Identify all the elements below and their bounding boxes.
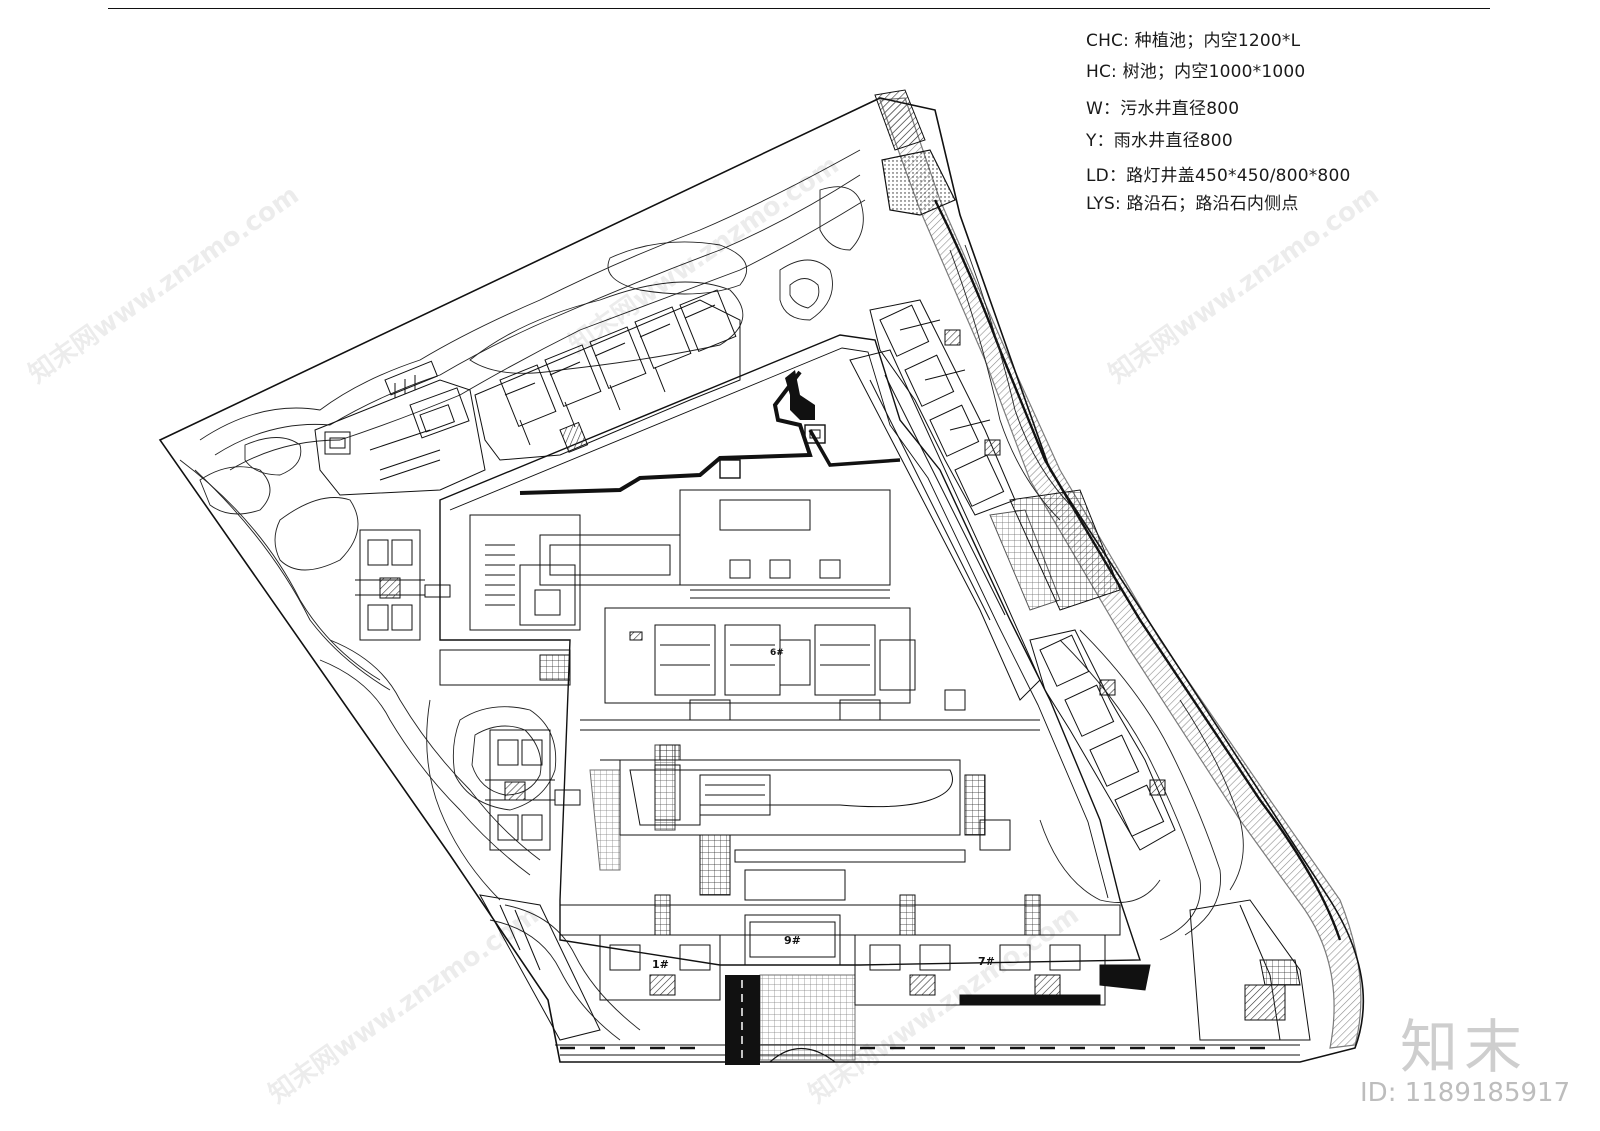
central-bold-line-2 <box>808 429 901 467</box>
south-row-buildings <box>559 894 1151 1006</box>
label-building-7: 7# <box>978 955 995 968</box>
legend-w: W：污水井直径800 <box>1086 99 1240 119</box>
inner-boundary <box>439 334 1141 966</box>
watermark-logo: 知末 <box>1400 1013 1529 1081</box>
label-building-9: 9# <box>784 934 801 947</box>
middle-band <box>580 719 1040 901</box>
central-bold-wall <box>785 370 815 420</box>
inner-boundary-2 <box>449 347 1109 899</box>
site-boundary <box>158 97 1365 1063</box>
east-promenade <box>849 349 1121 701</box>
center-fountain <box>804 424 826 444</box>
west-tower-b <box>485 729 581 851</box>
east-tower-chain-upper <box>869 299 1016 516</box>
label-building-1: 1# <box>652 958 669 971</box>
east-tower-chain-lower <box>1029 629 1176 851</box>
north-row-buildings <box>474 289 741 461</box>
watermark-id: ID: 1189185917 <box>1360 1078 1571 1108</box>
west-tower-a <box>355 529 451 641</box>
entry-plaza <box>881 149 956 216</box>
central-bold-line <box>519 370 813 495</box>
legend-hc: HC: 树池；内空1000*1000 <box>1086 62 1306 82</box>
center-fountain-2 <box>719 459 741 479</box>
entry-arc <box>769 1048 836 1063</box>
top-border-line <box>108 8 1490 9</box>
legend-y: Y：雨水井直径800 <box>1086 131 1233 151</box>
contours-southwest <box>319 639 641 1041</box>
northwest-pavilion <box>314 360 486 496</box>
southeast-corner <box>1189 899 1311 1041</box>
southwest-edge <box>479 894 1300 1056</box>
label-building-6: 6# <box>770 648 784 658</box>
south-entry-plaza <box>759 974 856 1061</box>
central-courtyard <box>439 489 891 686</box>
entry-road-stripe <box>874 89 926 151</box>
legend-chc: CHC: 种植池；内空1200*L <box>1086 31 1301 51</box>
building-6 <box>604 607 966 721</box>
legend-lys: LYS: 路沿石；路沿石内侧点 <box>1086 194 1299 214</box>
legend-ld: LD：路灯井盖450*450/800*800 <box>1086 166 1351 186</box>
contours-northwest <box>179 149 866 691</box>
east-road-band <box>879 97 1362 1049</box>
